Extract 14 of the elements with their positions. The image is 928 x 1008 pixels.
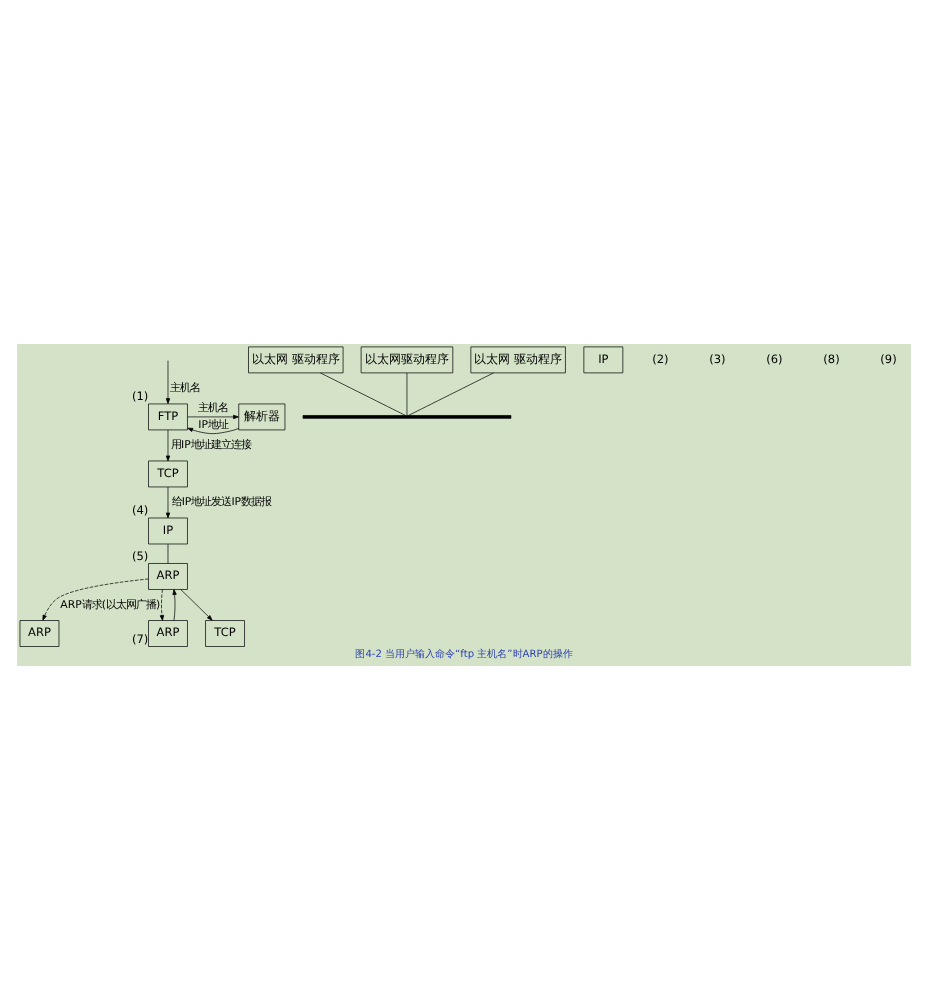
arrow [187,426,240,433]
arrow [42,577,149,620]
node-bar [302,414,512,418]
connector [408,371,494,415]
connector [320,371,406,415]
connector [167,542,169,563]
arrow [165,428,171,461]
arrow [180,588,213,620]
arrow [165,485,171,518]
arrow [187,413,239,419]
connector [406,371,408,415]
arrow [172,588,177,620]
arrow [159,588,165,620]
arrow [165,359,171,403]
